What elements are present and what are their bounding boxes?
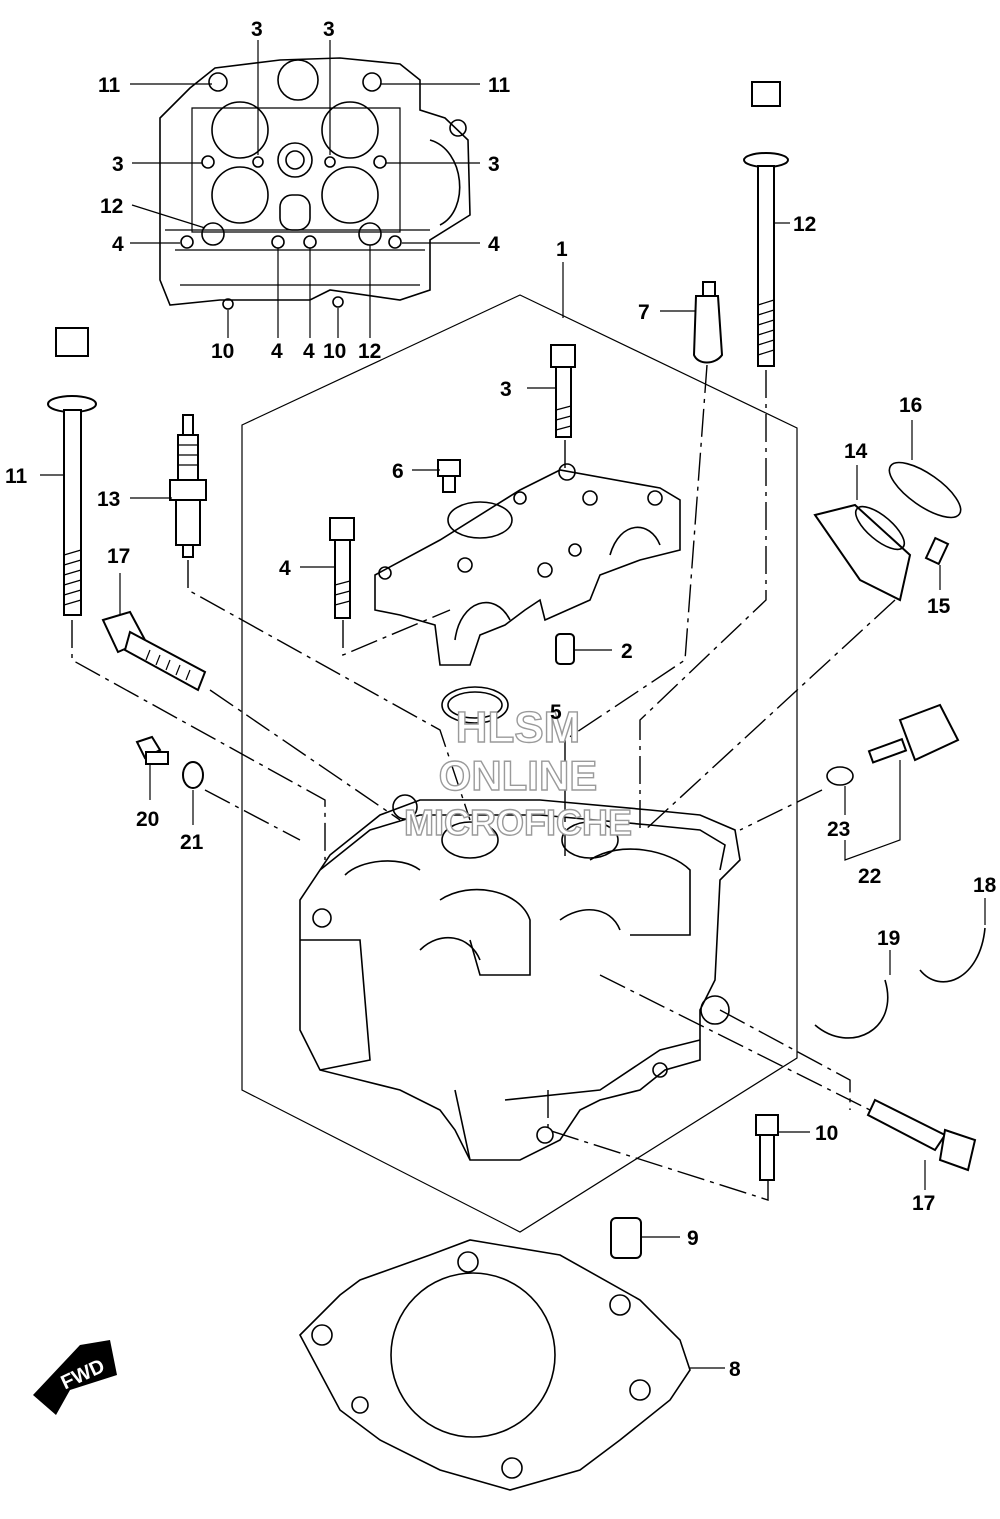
watermark-line3: MICROFICHE bbox=[404, 802, 632, 843]
part-14-intake-pipe bbox=[813, 503, 912, 602]
part-5-o-ring bbox=[441, 686, 509, 724]
part-19-ring bbox=[814, 979, 889, 1039]
camshaft-holder bbox=[374, 463, 681, 666]
watermark: HLSM ONLINE MICROFICHE bbox=[403, 702, 632, 843]
callout-18: 18 bbox=[973, 874, 997, 897]
callout-10: 10 bbox=[211, 340, 234, 363]
callout-4: 4 bbox=[303, 340, 315, 363]
callout-19: 19 bbox=[877, 927, 900, 950]
leader-lines bbox=[40, 222, 986, 1369]
callout-14: 14 bbox=[844, 440, 868, 463]
callout-10: 10 bbox=[815, 1122, 838, 1145]
cylinder-head bbox=[299, 794, 741, 1161]
callout-4: 4 bbox=[279, 557, 291, 580]
part-7-valve-lifter bbox=[692, 281, 724, 364]
callout-3: 3 bbox=[112, 153, 124, 176]
part-21-washer bbox=[182, 761, 204, 789]
part-16-clamp bbox=[888, 461, 962, 519]
callout-17: 17 bbox=[107, 545, 130, 568]
callout-13: 13 bbox=[97, 488, 120, 511]
part-13-spark-plug bbox=[169, 414, 207, 558]
part-2-dowel bbox=[555, 633, 575, 665]
callout-1: 1 bbox=[556, 238, 568, 261]
callout-2: 2 bbox=[621, 640, 633, 663]
callout-3: 3 bbox=[251, 18, 263, 41]
callout-23: 23 bbox=[827, 818, 850, 841]
callout-8: 8 bbox=[729, 1358, 741, 1381]
part-22-sensor bbox=[867, 703, 960, 764]
part-17-right-bolt bbox=[866, 1098, 977, 1172]
callout-22: 22 bbox=[858, 865, 881, 888]
callout-6: 6 bbox=[392, 460, 404, 483]
callout-5: 5 bbox=[550, 701, 562, 724]
part-6-bolt bbox=[437, 459, 461, 493]
callout-17: 17 bbox=[912, 1192, 935, 1215]
part-20-bolt bbox=[135, 735, 169, 765]
callout-21: 21 bbox=[180, 831, 204, 854]
callout-3: 3 bbox=[500, 378, 512, 401]
callout-7: 7 bbox=[638, 301, 650, 324]
callout-16: 16 bbox=[899, 394, 922, 417]
callout-12: 12 bbox=[358, 340, 381, 363]
callout-3: 3 bbox=[323, 18, 335, 41]
callout-11: 11 bbox=[5, 465, 28, 488]
watermark-line2: ONLINE bbox=[439, 752, 598, 799]
assembly-boundary bbox=[241, 294, 798, 1233]
callout-4: 4 bbox=[271, 340, 283, 363]
callout-15: 15 bbox=[927, 595, 951, 618]
part-3-bolt bbox=[550, 344, 576, 438]
callout-11: 11 bbox=[98, 74, 121, 97]
part-12-long-bolt bbox=[743, 81, 789, 367]
part-9-dowel bbox=[610, 1217, 642, 1259]
head-top-view bbox=[159, 57, 471, 310]
part-11-long-bolt bbox=[47, 327, 97, 616]
part-10-bolt bbox=[755, 1114, 779, 1181]
callout-labels: 11 11 3 3 3 3 12 4 4 10 4 4 10 12 1 7 12… bbox=[5, 18, 997, 1381]
part-8-head-gasket bbox=[299, 1239, 691, 1491]
callout-12: 12 bbox=[793, 213, 816, 236]
part-23-o-ring bbox=[826, 766, 854, 786]
callout-9: 9 bbox=[687, 1227, 699, 1250]
callout-10: 10 bbox=[323, 340, 346, 363]
callout-11: 11 bbox=[488, 74, 511, 97]
callout-4: 4 bbox=[112, 233, 124, 256]
watermark-line1: HLSM bbox=[456, 703, 581, 752]
top-view-leaders bbox=[130, 40, 480, 338]
callout-12: 12 bbox=[100, 195, 123, 218]
fwd-arrow: FWD bbox=[33, 1340, 117, 1415]
callout-20: 20 bbox=[136, 808, 159, 831]
assembly-lines bbox=[71, 364, 896, 1201]
part-18-ring bbox=[919, 927, 986, 983]
part-17-left-bolt bbox=[101, 610, 207, 692]
part-4-bolt bbox=[329, 517, 355, 619]
part-15-screw bbox=[924, 536, 950, 566]
callout-3: 3 bbox=[488, 153, 500, 176]
callout-4: 4 bbox=[488, 233, 500, 256]
